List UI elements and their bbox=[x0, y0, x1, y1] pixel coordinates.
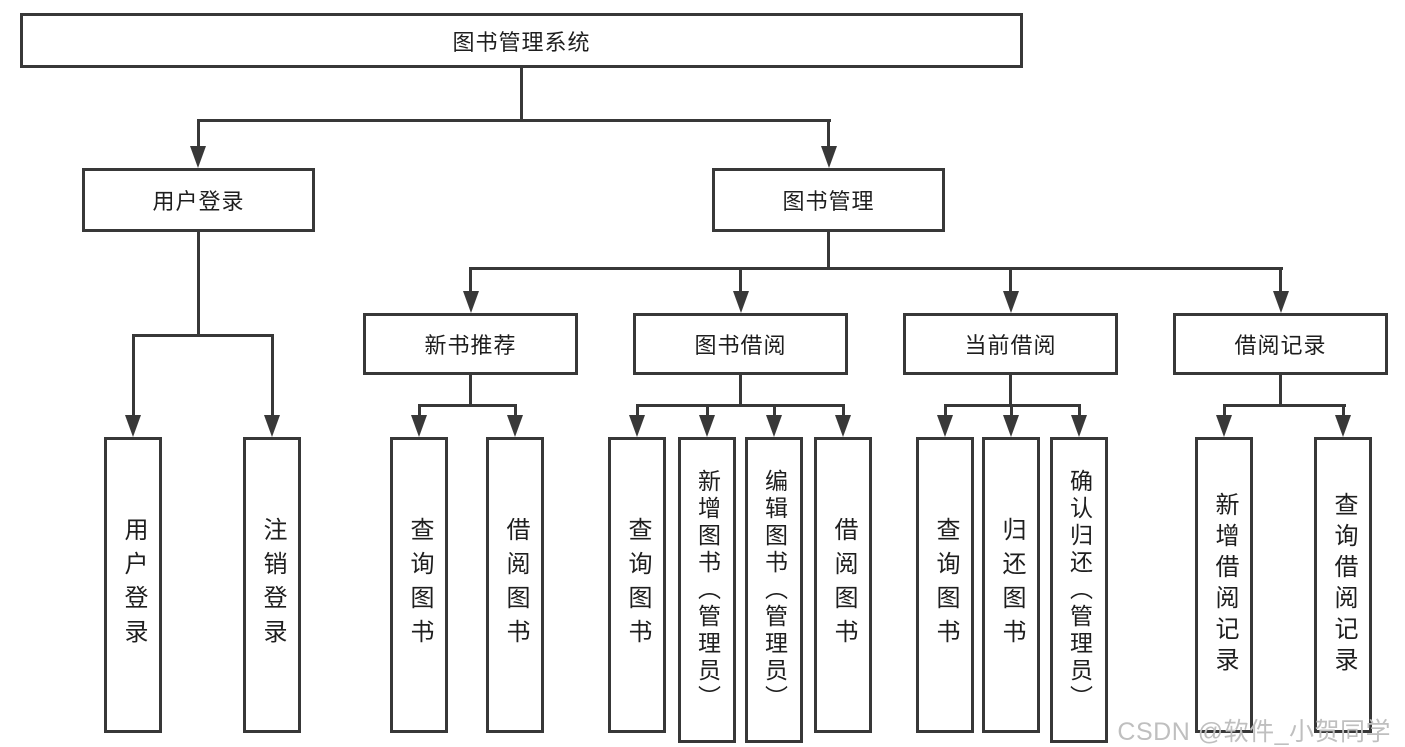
edge-stem bbox=[944, 404, 947, 417]
edge-stem bbox=[418, 404, 421, 417]
edge-borrowing-bar bbox=[636, 404, 845, 407]
edge-stem bbox=[1009, 267, 1012, 293]
node-add-books-admin: 新增图书（管理员） bbox=[678, 437, 736, 743]
edge-stem bbox=[1342, 404, 1345, 417]
edge-level2-bar bbox=[197, 119, 831, 122]
node-return-books: 归还图书 bbox=[982, 437, 1040, 733]
node-borrow-books-borrowing: 借阅图书 bbox=[814, 437, 872, 733]
edge-stem bbox=[739, 267, 742, 293]
node-book-borrowing: 图书借阅 bbox=[633, 313, 848, 375]
arrowhead bbox=[1003, 291, 1019, 313]
arrowhead bbox=[629, 415, 645, 437]
node-current-borrowing: 当前借阅 bbox=[903, 313, 1118, 375]
node-new-book-recommend: 新书推荐 bbox=[363, 313, 578, 375]
node-edit-books-admin: 编辑图书（管理员） bbox=[745, 437, 803, 743]
edge-stem bbox=[514, 404, 517, 417]
arrowhead bbox=[1003, 415, 1019, 437]
edge-recommend-bar bbox=[418, 404, 517, 407]
edge-stem bbox=[1078, 404, 1081, 417]
edge-stem bbox=[132, 334, 135, 417]
edge-stem bbox=[1279, 267, 1282, 293]
edge-records-drop bbox=[1279, 373, 1282, 406]
arrowhead bbox=[1335, 415, 1351, 437]
arrowhead bbox=[1216, 415, 1232, 437]
edge-recommend-drop bbox=[469, 373, 472, 406]
edge-user-login-bar bbox=[132, 334, 274, 337]
node-book-management: 图书管理 bbox=[712, 168, 945, 232]
arrowhead bbox=[766, 415, 782, 437]
edge-stem bbox=[842, 404, 845, 417]
arrowhead bbox=[937, 415, 953, 437]
edge-stem bbox=[197, 119, 200, 149]
node-query-books-recommend: 查询图书 bbox=[390, 437, 448, 733]
node-borrowing-records: 借阅记录 bbox=[1173, 313, 1388, 375]
arrowhead bbox=[1273, 291, 1289, 313]
arrowhead bbox=[733, 291, 749, 313]
edge-stem bbox=[636, 404, 639, 417]
edge-stem bbox=[773, 404, 776, 417]
edge-level3-bar bbox=[469, 267, 1283, 270]
edge-stem bbox=[706, 404, 709, 417]
edge-stem bbox=[1010, 404, 1013, 417]
edge-current-drop bbox=[1009, 373, 1012, 406]
arrowhead bbox=[1071, 415, 1087, 437]
edge-book-mgmt-drop bbox=[827, 230, 830, 270]
node-logout: 注销登录 bbox=[243, 437, 301, 733]
edge-stem bbox=[469, 267, 472, 293]
edge-borrowing-drop bbox=[739, 373, 742, 406]
node-root: 图书管理系统 bbox=[20, 13, 1023, 68]
arrowhead bbox=[411, 415, 427, 437]
arrowhead bbox=[125, 415, 141, 437]
arrowhead bbox=[507, 415, 523, 437]
edge-root-drop bbox=[520, 66, 523, 122]
arrowhead bbox=[821, 146, 837, 168]
node-user-login-leaf: 用户登录 bbox=[104, 437, 162, 733]
arrowhead bbox=[190, 146, 206, 168]
edge-stem bbox=[827, 119, 830, 149]
node-user-login: 用户登录 bbox=[82, 168, 315, 232]
arrowhead bbox=[835, 415, 851, 437]
arrowhead bbox=[699, 415, 715, 437]
node-borrow-books-recommend: 借阅图书 bbox=[486, 437, 544, 733]
edge-records-bar bbox=[1223, 404, 1346, 407]
node-query-books-current: 查询图书 bbox=[916, 437, 974, 733]
edge-user-login-drop bbox=[197, 230, 200, 336]
node-query-borrow-record: 查询借阅记录 bbox=[1314, 437, 1372, 733]
node-confirm-return-admin: 确认归还（管理员） bbox=[1050, 437, 1108, 743]
arrowhead bbox=[463, 291, 479, 313]
csdn-watermark: CSDN @软件_小贺同学 bbox=[1117, 718, 1391, 746]
node-query-books-borrowing: 查询图书 bbox=[608, 437, 666, 733]
arrowhead bbox=[264, 415, 280, 437]
edge-stem bbox=[1223, 404, 1226, 417]
node-add-borrow-record: 新增借阅记录 bbox=[1195, 437, 1253, 733]
edge-stem bbox=[271, 334, 274, 417]
